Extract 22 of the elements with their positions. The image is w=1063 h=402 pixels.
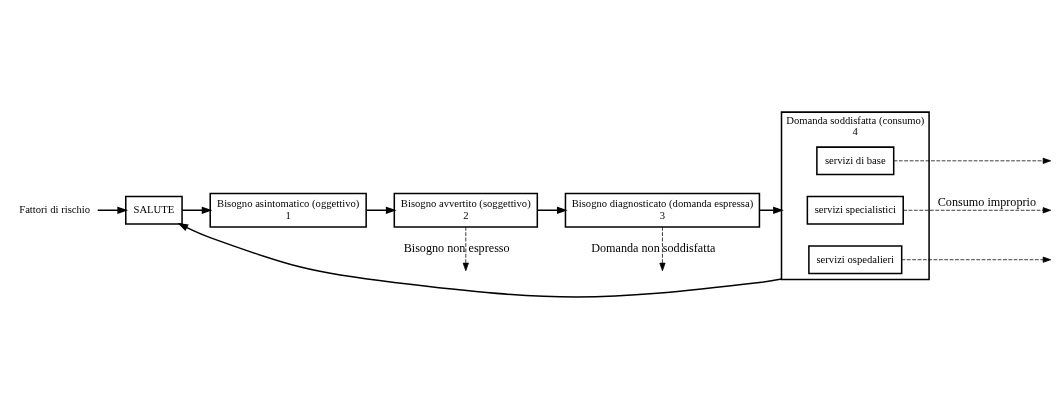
- node-box: SALUTE: [125, 195, 183, 225]
- arrow: [177, 222, 783, 298]
- edge-label: Bisogno non espresso: [403, 240, 510, 255]
- arrow: [893, 157, 1052, 164]
- arrow: [901, 256, 1052, 263]
- arrow: [536, 206, 568, 214]
- arrow: [365, 206, 397, 214]
- node-box: Bisogno avvertito (soggettivo) 2: [393, 192, 539, 228]
- arrow: [903, 206, 1052, 213]
- node-box: Bisogno diagnosticato (domanda espressa) 3: [564, 192, 761, 228]
- arrow: [659, 226, 666, 271]
- arrow: [462, 226, 469, 271]
- arrow: [181, 206, 213, 214]
- node-text: Fattori di rischio: [19, 203, 91, 215]
- node-box: servizi specialistici: [806, 195, 904, 225]
- node-box: Bisogno asintomatico (oggettivo) 1: [209, 192, 367, 228]
- edge-label: Domanda non soddisfatta: [591, 240, 716, 255]
- edge-label: Consumo improprio: [937, 194, 1037, 209]
- arrow: [758, 206, 784, 214]
- arrow: [96, 206, 129, 214]
- node-box: servizi di base: [816, 145, 895, 175]
- node-box: servizi ospedalieri: [808, 244, 903, 274]
